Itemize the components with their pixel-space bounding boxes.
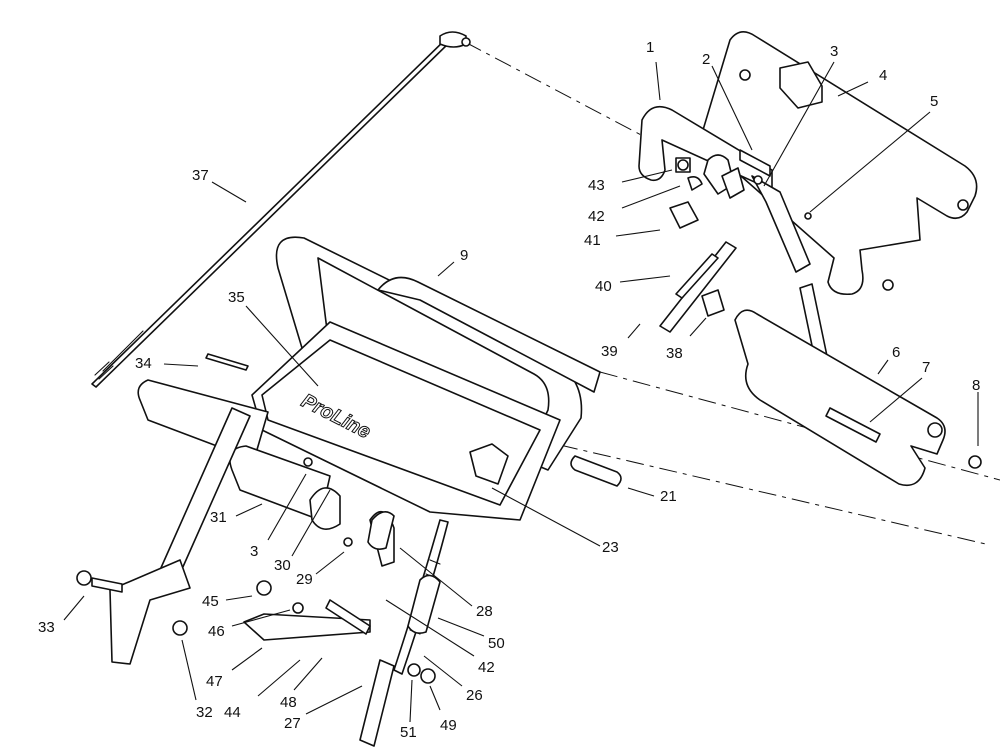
- callout-label: 31: [210, 509, 227, 526]
- callout-label: 39: [601, 343, 618, 360]
- assembly-line-rod: [464, 41, 661, 146]
- callout-label: 32: [196, 704, 213, 721]
- callout-label: 35: [228, 289, 245, 306]
- callout-label: 40: [595, 278, 612, 295]
- callout-label: 42: [588, 208, 605, 225]
- lower-frame: [734, 309, 982, 487]
- callout-label: 21: [660, 488, 677, 505]
- callout-label: 44: [224, 704, 241, 721]
- callout-label: 3: [830, 43, 838, 60]
- callout-label: 33: [38, 619, 55, 636]
- callout-label: 4: [879, 67, 887, 84]
- callout-label: 26: [466, 687, 483, 704]
- callout-label: 3: [250, 543, 258, 560]
- callout-label: 43: [588, 177, 605, 194]
- callout-label: 23: [602, 539, 619, 556]
- callout-label: 27: [284, 715, 301, 732]
- callout-label: 49: [440, 717, 457, 734]
- pin: [570, 455, 622, 487]
- callout-label: 2: [702, 51, 710, 68]
- callout-label: 46: [208, 623, 225, 640]
- upper-handle-frame: [638, 31, 978, 296]
- callout-label: 45: [202, 593, 219, 610]
- control-rod: [91, 31, 471, 388]
- callout-label: 29: [296, 571, 313, 588]
- callout-label: 30: [274, 557, 291, 574]
- callout-label: 38: [666, 345, 683, 362]
- assembly-line-frame-upper: [599, 371, 1000, 481]
- callout-label: 50: [488, 635, 505, 652]
- callout-label: 5: [930, 93, 938, 110]
- callout-label: 9: [460, 247, 468, 264]
- assembly-lines: [464, 41, 1000, 546]
- callout-label: 51: [400, 724, 417, 741]
- callout-label: 37: [192, 167, 209, 184]
- callout-label: 8: [972, 377, 980, 394]
- cable-and-lever-parts: [243, 511, 449, 747]
- callout-label: 34: [135, 355, 152, 372]
- callout-label: 1: [646, 39, 654, 56]
- callout-label: 47: [206, 673, 223, 690]
- callout-labels: 1 2 3 4 5 43 42 41 40 39 38 6 7 8 37 9 3…: [38, 39, 980, 741]
- callout-label: 42: [478, 659, 495, 676]
- main-handle-assembly: ProLine: [137, 236, 601, 567]
- callout-label: 7: [922, 359, 930, 376]
- callout-label: 41: [584, 232, 601, 249]
- callout-label: 28: [476, 603, 493, 620]
- left-handle-bar: [76, 407, 251, 665]
- callout-label: 6: [892, 344, 900, 361]
- leader-lines: [63, 61, 979, 723]
- assembly-line-frame-lower: [559, 444, 991, 546]
- callout-label: 48: [280, 694, 297, 711]
